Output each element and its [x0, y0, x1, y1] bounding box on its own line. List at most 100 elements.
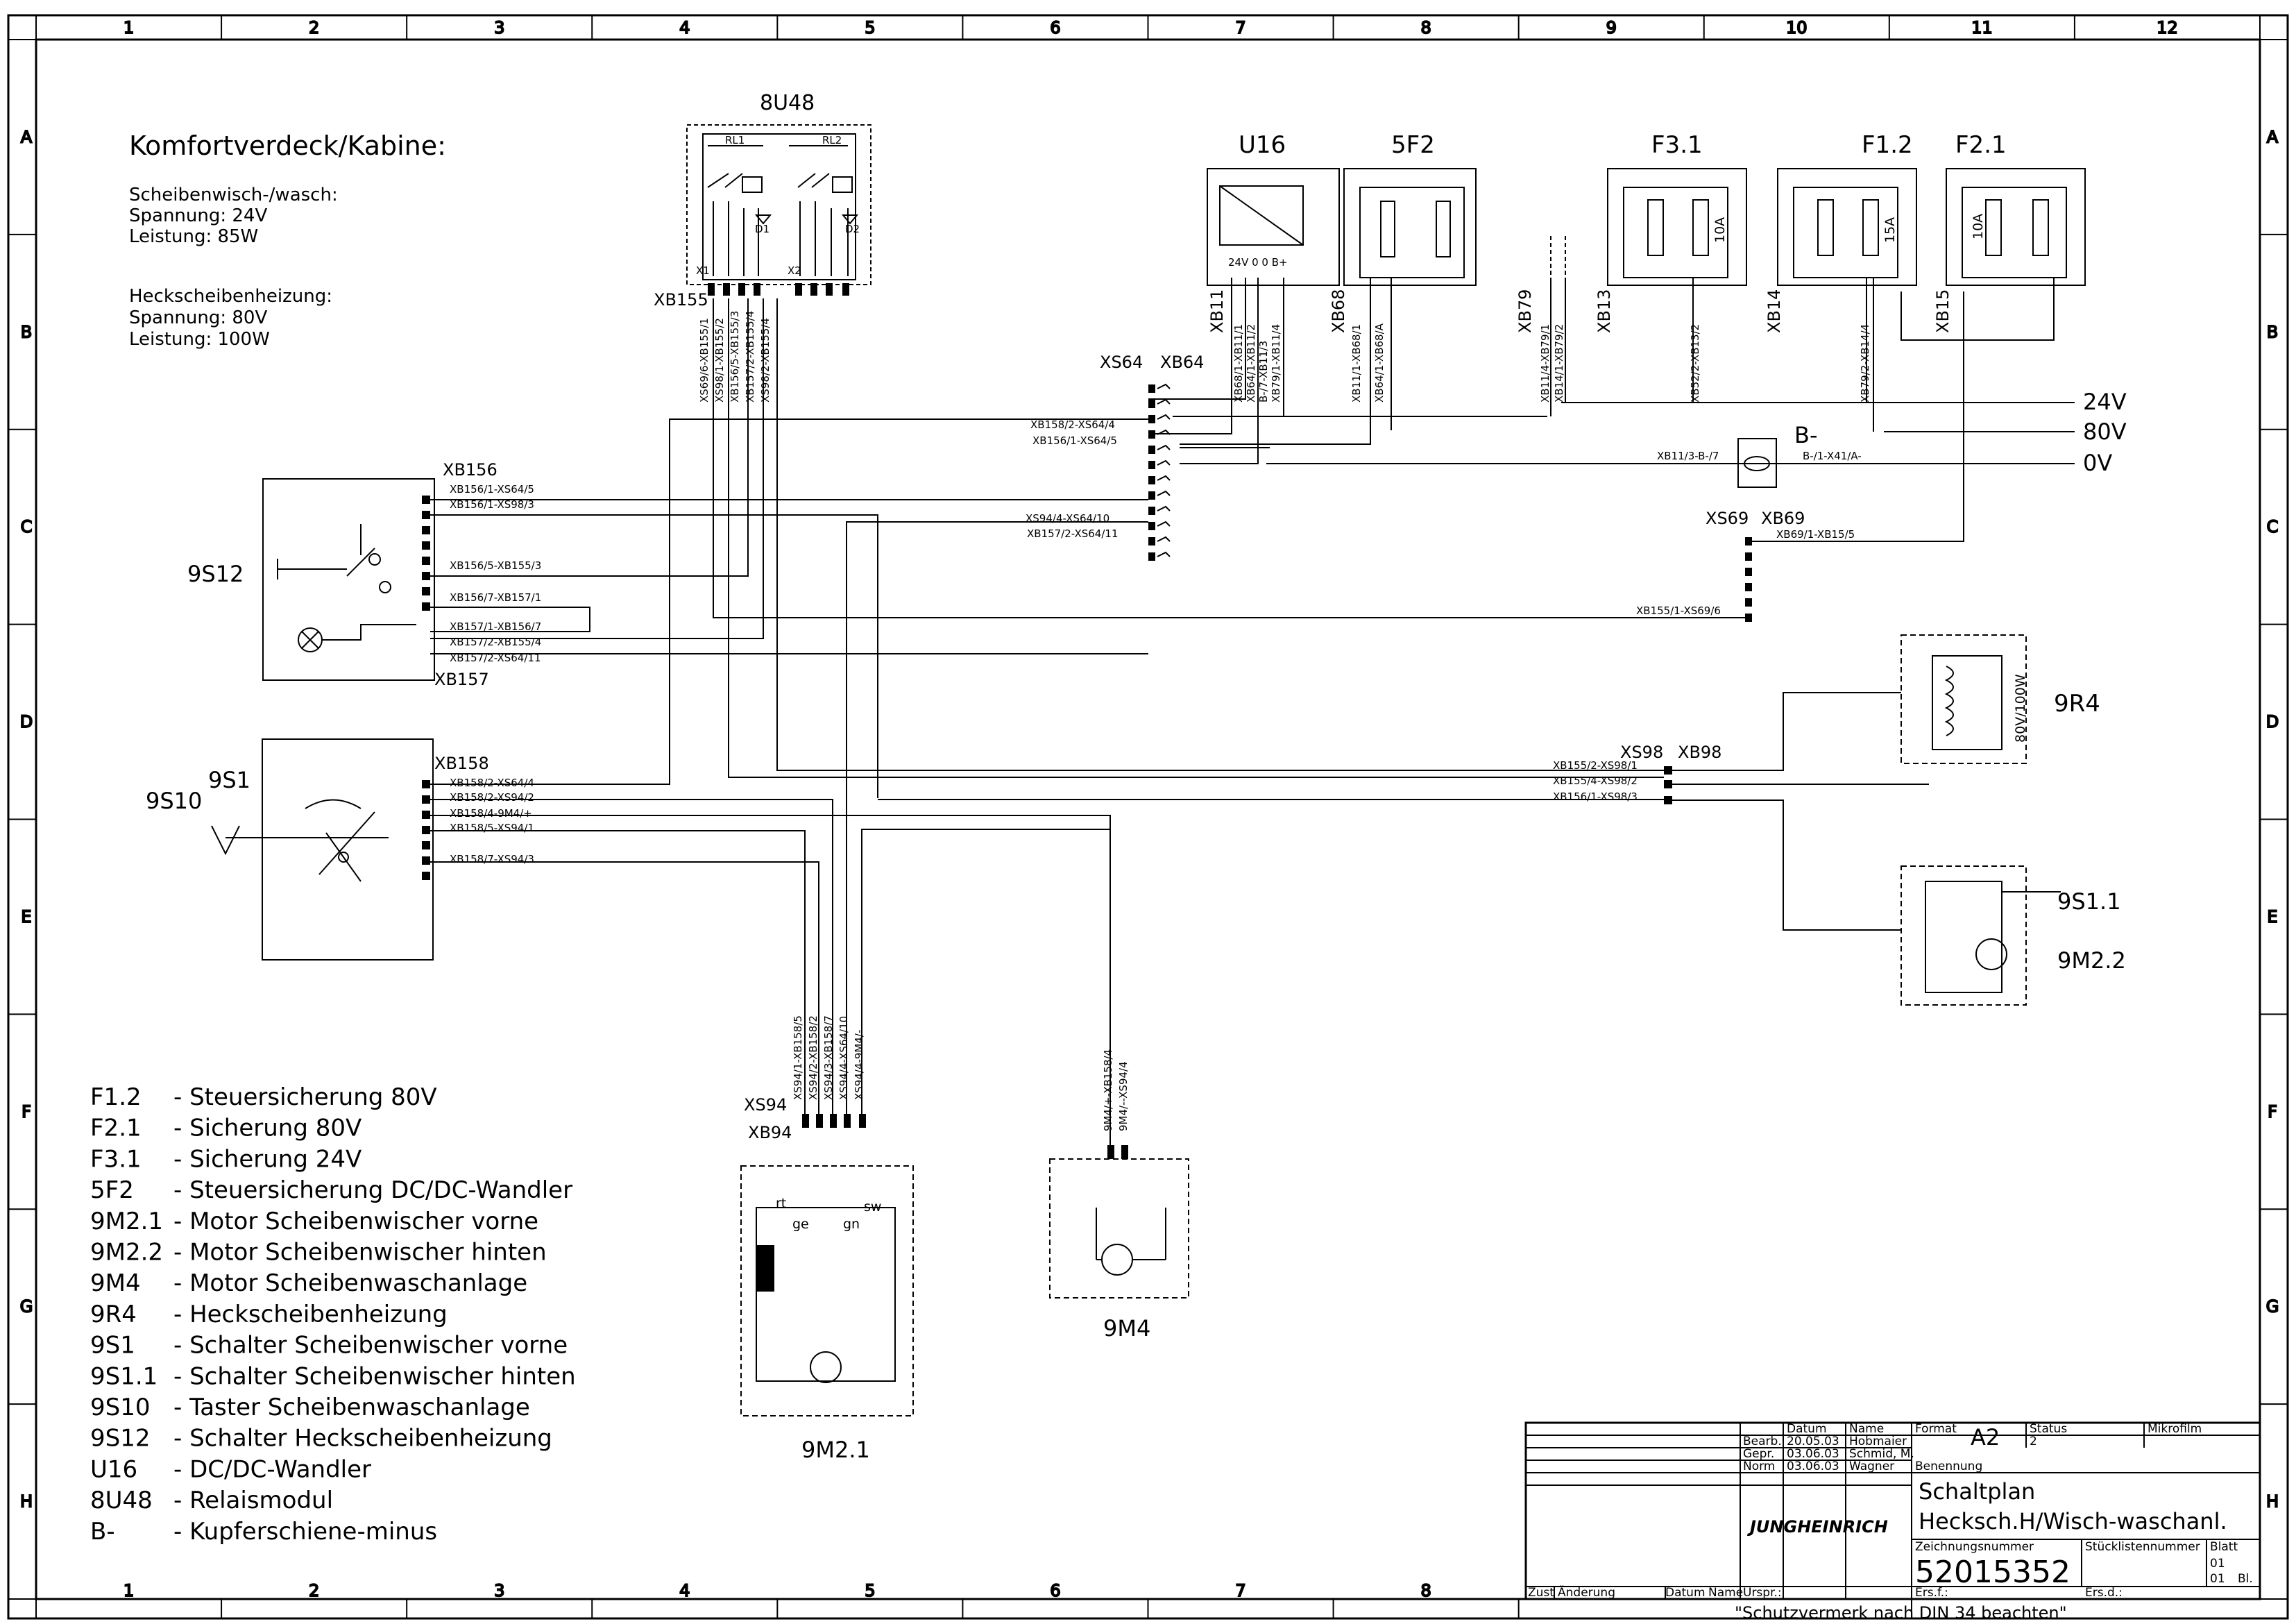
legend-description: - Schalter Scheibenwischer vorne — [173, 1332, 568, 1360]
wire — [430, 418, 1148, 785]
tb-zeich-v: 52015352 — [1915, 1555, 2070, 1590]
f12-label: F1.2 — [1862, 131, 1913, 159]
wisch-leistung: Leistung: 85W — [129, 226, 258, 247]
grid-column-label: 8 — [1420, 18, 1431, 37]
xb156-label: XB156 — [443, 460, 498, 480]
wire — [1180, 278, 1371, 445]
r4-rating: 80V/100W — [2013, 674, 2028, 743]
connector-pin — [816, 1114, 823, 1128]
connector-pin — [422, 587, 430, 595]
grid-row-label: E — [21, 907, 31, 927]
connector-pin — [1148, 400, 1155, 408]
connector-pin — [844, 1114, 851, 1128]
tb-bl-h: Bl. — [2238, 1572, 2253, 1586]
connector-contact — [1157, 536, 1171, 542]
tb-blatt-h: Blatt — [2210, 1540, 2238, 1554]
power-rails — [1173, 402, 2075, 464]
tb-norm-d: 03.06.03 — [1787, 1460, 1839, 1473]
xb13-label: XB13 — [1595, 289, 1614, 333]
heiz-leistung: Leistung: 100W — [129, 329, 270, 350]
xb79-label: XB79 — [1515, 289, 1535, 333]
wire-label: B-/1-X41/A- — [1803, 450, 1862, 462]
grid-column-label: 9 — [1606, 18, 1617, 37]
legend-code: 9M2.2 — [90, 1239, 163, 1267]
wire-label: XB68/1-XB11/1 — [1232, 324, 1245, 403]
tb-zust: Zust — [1528, 1586, 1554, 1600]
rl1-label: RL1 — [725, 134, 745, 146]
grid-column-label: 7 — [1235, 18, 1245, 37]
legend-description: - DC/DC-Wandler — [173, 1455, 371, 1483]
grid-row-label: D — [2266, 712, 2279, 731]
legend-code: 8U48 — [90, 1487, 153, 1514]
tb-name-h: Name — [1849, 1422, 1884, 1436]
grid-row-label: D — [20, 712, 33, 731]
d2-label: D2 — [845, 223, 860, 235]
grid-row-label: F — [2268, 1102, 2277, 1122]
grid-row-label: C — [21, 517, 33, 536]
tb-status-v: 2 — [2030, 1435, 2037, 1448]
legend-code: 9S10 — [90, 1394, 150, 1421]
connector-pin — [1148, 537, 1155, 545]
grid-row-label: E — [2267, 907, 2277, 927]
grid-row-label: A — [21, 127, 33, 146]
legend-description: - Steuersicherung DC/DC-Wandler — [173, 1176, 572, 1204]
wire — [430, 514, 878, 798]
connector-pin — [422, 541, 430, 550]
tb-blatt-v: 01 — [2210, 1557, 2225, 1571]
rail-0v: 0V — [2083, 450, 2112, 476]
wire-label: XB157/2-XB155/4 — [744, 311, 756, 403]
wire — [776, 298, 1664, 771]
wire-label: XB158/7-XS94/3 — [450, 853, 534, 865]
connector-pin — [1745, 614, 1752, 622]
wire — [430, 799, 833, 1114]
f31-label: F3.1 — [1651, 131, 1703, 159]
legend-description: - Heckscheibenheizung — [173, 1301, 448, 1328]
motor-9m21 — [740, 1165, 914, 1416]
grid-column-label: 6 — [1050, 18, 1060, 37]
wire-label: XS98/2-XB155/4 — [759, 318, 772, 403]
f5-label: 5F2 — [1391, 131, 1435, 159]
wire-label: 9M4/--XS94/4 — [1117, 1061, 1130, 1131]
wisch-spannung: Spannung: 24V — [129, 205, 267, 226]
s11-label: 9S1.1 — [2057, 888, 2121, 915]
wire — [430, 861, 819, 1114]
wire — [430, 607, 590, 632]
tb-datum2: Datum — [1665, 1586, 1706, 1600]
m4-label: 9M4 — [1103, 1315, 1150, 1342]
bminus-label: B- — [1794, 422, 1818, 448]
connector-pin — [422, 841, 430, 849]
tb-format-h: Format — [1915, 1422, 1957, 1436]
grid-row-label: B — [2267, 322, 2278, 341]
tb-gepr-n: Schmid, M. — [1849, 1447, 1914, 1461]
legend-description: - Kupferschiene-minus — [173, 1518, 437, 1546]
wire-label: XB156/1-XS64/5 — [450, 483, 534, 496]
xb94-label: XB94 — [748, 1123, 792, 1142]
wire — [1148, 278, 1246, 400]
wire-labels: XB156/1-XS64/5 XB156/1-XS98/3 XB156/5-XB… — [450, 418, 1862, 865]
wire-label: XB79/1-XB11/4 — [1270, 324, 1282, 403]
tb-name2: Name — [1708, 1586, 1743, 1600]
connector-pin — [422, 856, 430, 865]
tb-mikrofilm-h: Mikrofilm — [2148, 1422, 2202, 1436]
legend-code: 9S1.1 — [90, 1362, 158, 1390]
m21-rt: rt — [776, 1196, 786, 1211]
legend-code: 9S12 — [90, 1425, 150, 1453]
legend-description: - Sicherung 24V — [173, 1145, 362, 1173]
fuse-10a-2: 10A — [1971, 214, 1986, 239]
wire-label: XB14/1-XB79/2 — [1553, 324, 1565, 403]
wire-label: XB157/1-XB156/7 — [450, 620, 541, 633]
grid-column-label: 4 — [679, 18, 690, 37]
tb-urspr: Urspr.: — [1743, 1586, 1782, 1600]
wire-label: XB155/2-XS98/1 — [1553, 759, 1638, 772]
xb69-label: XB69 — [1761, 509, 1805, 528]
wire — [728, 298, 1664, 778]
wire — [1148, 278, 1232, 434]
connector-contact — [1157, 459, 1171, 466]
legend-description: - Motor Scheibenwischer vorne — [173, 1208, 538, 1235]
f21-label: F2.1 — [1955, 131, 2007, 159]
connector-pin — [1148, 491, 1155, 500]
connector-pin — [422, 826, 430, 834]
tb-logo: JUNGHEINRICH — [1747, 1517, 1888, 1537]
xs98-label: XS98 — [1620, 743, 1663, 762]
connector-pin — [1121, 1145, 1128, 1159]
